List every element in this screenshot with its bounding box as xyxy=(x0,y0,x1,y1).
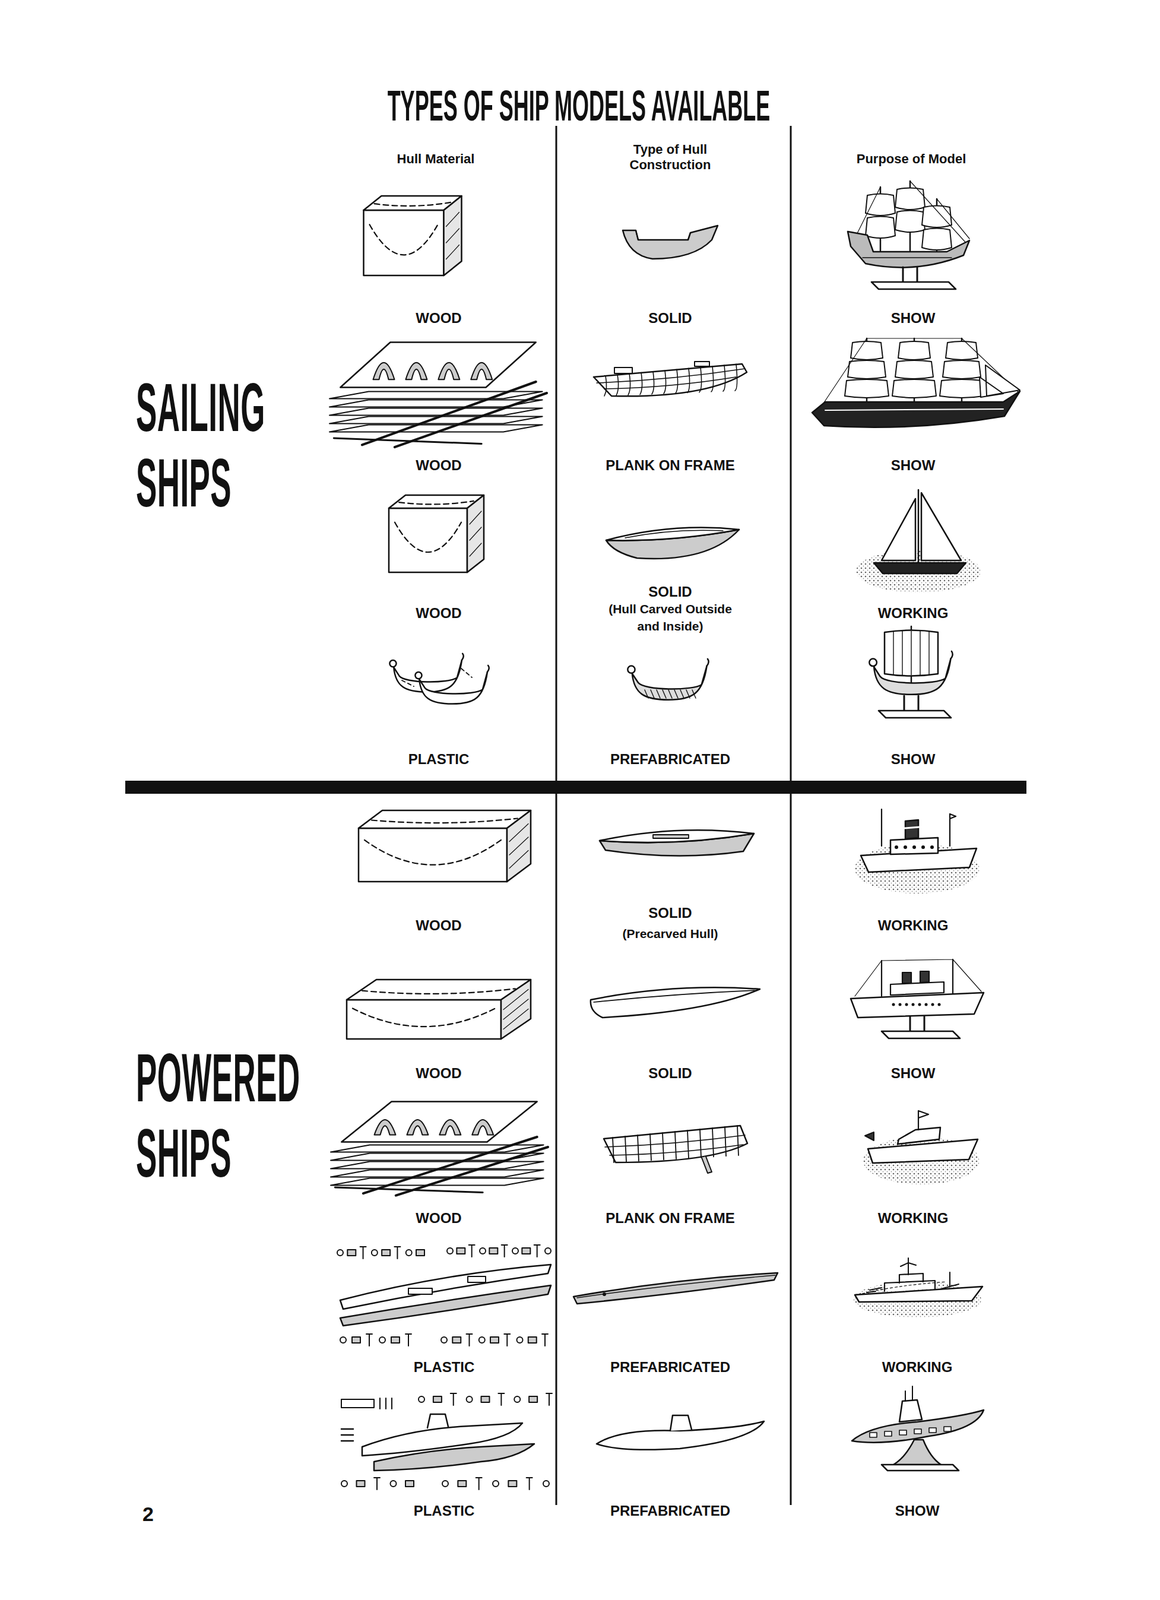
table-cell: SHOW xyxy=(891,309,936,327)
table-cell: SHOW xyxy=(891,457,936,474)
column-header: Purpose of Model xyxy=(834,151,989,167)
table-cell: SHOW xyxy=(891,750,936,768)
table-cell: SHOW xyxy=(895,1502,940,1520)
table-cell: PLANK ON FRAME xyxy=(605,457,735,474)
solid-hull xyxy=(590,987,760,1018)
column-header: Hull Material xyxy=(358,151,513,167)
table-cell: WOOD xyxy=(415,1209,462,1227)
working-model xyxy=(863,1110,980,1185)
section-bar xyxy=(125,780,1027,794)
table-cell: SOLID xyxy=(648,583,692,601)
cell-note: (Hull Carved Outside and Inside) xyxy=(600,600,741,635)
solid-hull xyxy=(599,829,754,856)
wood-block xyxy=(388,495,484,573)
working-model xyxy=(856,489,981,593)
show-model xyxy=(851,1386,984,1471)
table-cell: WORKING xyxy=(878,1209,949,1227)
working-model xyxy=(853,1257,983,1318)
row-group-label: SAILING SHIPS xyxy=(135,369,266,521)
table-cell: PLASTIC xyxy=(413,1358,475,1376)
cell-note: (Precarved Hull) xyxy=(593,924,748,943)
table-cell: WORKING xyxy=(878,604,949,622)
table-cell: WOOD xyxy=(415,309,462,327)
plank-on-frame-hull xyxy=(603,1125,748,1174)
table-cell: WORKING xyxy=(882,1358,953,1376)
table-cell: PLANK ON FRAME xyxy=(605,1209,735,1227)
table-cell: PLASTIC xyxy=(408,750,470,768)
plastic-parts xyxy=(337,1244,551,1346)
prefabricated-hull xyxy=(596,1415,765,1450)
wood-block xyxy=(363,195,462,276)
table-cell: PREFABRICATED xyxy=(610,1358,731,1376)
table-cell: PREFABRICATED xyxy=(610,750,731,768)
table-cell: PLASTIC xyxy=(413,1502,475,1520)
working-model xyxy=(854,809,980,894)
show-model xyxy=(847,181,970,290)
show-model xyxy=(869,626,953,718)
table-cell: SOLID xyxy=(648,904,692,922)
table-cell: WORKING xyxy=(878,917,949,934)
column-rule xyxy=(790,125,792,1505)
wood-block xyxy=(358,810,531,882)
column-header: Type of Hull Construction xyxy=(601,141,739,173)
plank-on-frame-hull xyxy=(593,361,747,396)
prefabricated-hull xyxy=(573,1272,778,1304)
row-group-label: POWERED SHIPS xyxy=(135,1040,301,1191)
wood-parts xyxy=(329,342,547,448)
table-cell: SOLID xyxy=(648,1065,692,1082)
show-model xyxy=(812,338,1020,428)
table-cell: WOOD xyxy=(415,457,462,474)
table-cell: SHOW xyxy=(891,1065,936,1082)
table-cell: WOOD xyxy=(415,917,462,934)
page-number: 2 xyxy=(142,1501,154,1526)
table-cell: SOLID xyxy=(648,309,692,327)
wood-block xyxy=(346,979,531,1039)
column-rule xyxy=(555,125,558,1505)
show-model xyxy=(850,959,984,1039)
carved-hull xyxy=(606,527,740,559)
wood-parts xyxy=(330,1101,548,1196)
table-cell: WOOD xyxy=(415,604,462,622)
page-title: TYPES OF SHIP MODELS AVAILABLE xyxy=(387,84,771,128)
plastic-parts xyxy=(341,1393,553,1490)
plastic-parts xyxy=(389,653,489,705)
solid-hull xyxy=(622,225,718,259)
table-cell: PREFABRICATED xyxy=(610,1502,731,1520)
table-cell: WOOD xyxy=(415,1065,462,1082)
prefabricated-hull xyxy=(627,658,709,700)
